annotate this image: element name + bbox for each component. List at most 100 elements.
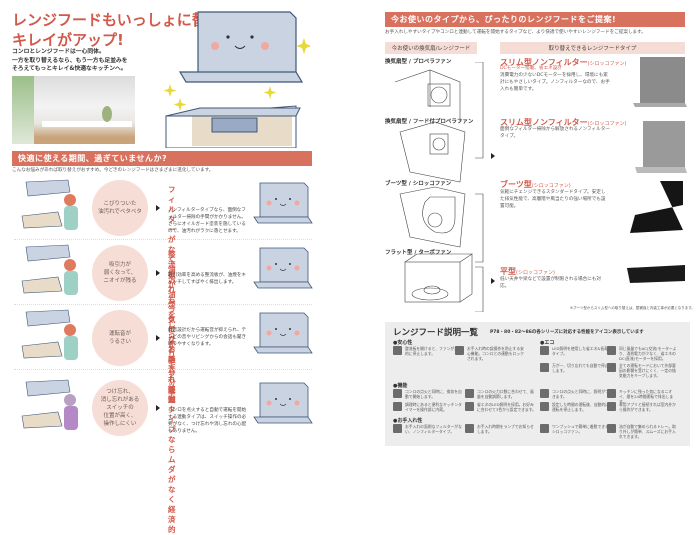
legend-item-text: お手入れ時の誤操作を防止する安心機能。コンロとの連動もロックされます。 [467,346,524,361]
feature-icon [607,346,616,355]
legend-category: ●機能 [393,383,408,389]
legend-item: 省エネのLED照明を採用。お好みに合わせて3色から設定できます。 [465,402,537,412]
person-illustration [21,179,78,230]
legend-item-text: 整流板を開けると、ファンが自動的に停止します。 [405,346,462,356]
feature-icon [465,389,474,398]
product-name: スリム型ノンフィルター [500,58,588,67]
problem-text: こびりついた 油汚れでベタベタ [98,201,142,215]
legend-item-text: 専用アプリと接続すれば室内外から操作ができます。 [619,402,676,412]
legend-item: 設定した時間の運転後、自動的に運転を停止します。 [540,402,612,412]
legend-item: 専用アプリと接続すれば室内外から操作ができます。 [607,402,679,412]
intro-line: 一方を取り替えるなら、もう一方も足並みを [12,57,128,64]
product-title: スリム型ノンフィルター(シロッコファン) [500,117,627,128]
feature-icon [607,363,616,372]
person-illustration [21,244,78,295]
product-title: スリム型ノンフィルター(シロッコファン) [500,57,627,68]
person-illustration [21,309,78,360]
current-type-label: フラット型 / ターボファン [385,250,452,256]
arrow-icon [156,270,160,276]
legend-item: 油が自動で集められるトレー。取り外しが簡単、スムーズにお手入れできます。 [607,424,679,439]
footnote: ※ブーツ型からスリム型への取り替えは、壁補強と内装工事が必要となります。 [570,306,695,310]
solution-desc: コンロを点火すると自動で運転を開始する連動タイプは、スイッチ操作の必要がなく、つ… [168,408,247,434]
product-photos [627,57,687,283]
legend-item-text: 全ての運転モードにおいて外部要因の影響を受けにくく、一定の換気能力をキープします… [619,363,676,378]
feature-icon [540,402,549,411]
legend-item: キッチンに残った気になるニオイ、煙を24時間運転で排出します。 [607,389,679,404]
hood-face-icon [253,312,313,354]
product-desc: 気軽にチェンジできるスタンダードタイプ。安定した排気性能で、高層階や風当たりの強… [500,190,606,209]
current-types-illustrations [394,62,484,312]
hood-face-icon [253,247,313,289]
legend-title: レンジフード説明一覧 [393,328,479,338]
section-caption: こんなお悩みがあれば取り替えがおすすめ。今どきのレンジフードはさまざまに進化して… [12,168,214,173]
solution-desc: 吸引効率を高める整流板が、油煙をキャッチしてすばやく排出します。 [168,273,247,285]
hood-and-stove-illustration [163,11,310,148]
product-name: ブーツ型 [500,180,532,189]
header-replace: 取り替えできるレンジフードタイプ [500,42,685,54]
legend-item-text: お手入れ時期をランプでお知らせします。 [477,424,534,434]
product-title: 平型(シロッコファン) [500,266,555,277]
legend-item: 整流板を開けると、ファンが自動的に停止します。 [393,346,465,356]
legend-item: コンロの点火と同時に、換気を自動で開始します。 [393,389,465,399]
feature-icon [607,424,616,433]
feature-icon [607,402,616,411]
legend-item-text: 調理時にあると便利なキッチンタイマーを操作部に内蔵。 [405,402,462,412]
legend-panel: レンジフード説明一覧 P78・80・82〜86の各シリーズに対応する性能をアイコ… [385,322,690,446]
feature-icon [393,424,402,433]
legend-item-text: 設定した時間の運転後、自動的に運転を停止します。 [552,402,609,412]
feature-icon [540,363,549,372]
feature-icon [540,424,549,433]
intro-text: コンロとレンジフードは一心同体。 一方を取り替えるなら、もう一方も足並みを そろ… [12,48,128,74]
title-line: キレイがアップ! [12,31,124,49]
title-line: レンジフードもいっしょに替えて、 [12,11,251,29]
legend-item: コンロの点火と同時に、照明がつきます。 [540,389,612,399]
legend-category: ●エコ [540,340,555,346]
current-type-label: 換気扇型 / プロペラファン [385,59,452,65]
header-current: 今お使いの換気扇/レンジフード [385,42,477,54]
page-title: レンジフードもいっしょに替えて、 キレイがアップ! [12,10,250,50]
problem-bubble: こびりついた 油汚れでベタベタ [92,180,148,236]
legend-item: 万が一、切り忘れても自動で停止します。 [540,363,612,373]
legend-item-text: ワンプッシュで簡単に着脱できるシロッコファン。 [552,424,609,434]
product-desc: 低い天井や梁などで設置が制限される場合にも対応。 [500,277,601,289]
intro-line: コンロとレンジフードは一心同体。 [12,49,105,55]
legend-item-text: 同じ風量でもAC(交流)モーターより、消費電力が少なく、省エネのDC(直流)モー… [619,346,677,361]
legend-item: 全ての運転モードにおいて外部要因の影響を受けにくく、一定の換気能力をキープします… [607,363,679,378]
legend-category: ●安心性 [393,340,413,346]
feature-icon [465,424,474,433]
legend-category: ●お手入れ性 [393,418,423,424]
legend-item: お手入れの面倒なフィルターがない、ノンフィルタータイプ。 [393,424,465,434]
hood-face-icon [253,182,313,224]
kitchen-photo [12,76,135,144]
legend-item-text: 省エネのLED照明を採用。お好みに合わせて3色から設定できます。 [477,402,536,412]
arrow-icon [491,278,495,284]
problem-text: 運転音が うるさい [108,331,131,345]
legend-item-text: LED照明を使用した省エネ&長寿命タイプ。 [552,346,612,356]
intro-line: そろえてもっとキレイ&快適なキッチンへ。 [12,66,127,72]
legend-item: お手入れ時期をランプでお知らせします。 [465,424,537,434]
product-desc: 面倒なフィルター掃除から解放されるノンフィルタータイプ。 [500,127,610,139]
feature-icon [393,389,402,398]
arrow-icon [156,405,160,411]
person-illustration [21,379,78,430]
right-section-title-bar: 今お使いのタイプから、ぴったりのレンジフードをご提案! [385,12,685,27]
problem-bubble: 運転音が うるさい [92,310,148,366]
legend-item-text: お手入れの面倒なフィルターがない、ノンフィルタータイプ。 [405,424,462,434]
product-fan: (シロッコファン) [587,61,627,67]
product-fan: (シロッコファン) [516,270,555,276]
legend-item: LED照明を使用した省エネ&長寿命タイプ。 [540,346,612,356]
hood-face-icon [253,382,313,424]
solution-desc: ノンフィルタータイプなら、面倒なフィルター掃除の手間がかかりません。さらにオイル… [168,208,246,234]
section-title-bar: 快適に使える期間、過ぎていませんか? [12,151,312,166]
arrow-icon [156,335,160,341]
problem-text: 吸引力が 弱くなって、 ニオイが残る [103,262,137,284]
legend-item-text: キッチンに残った気になるニオイ、煙を24時間運転で排出します。 [619,389,674,404]
legend-subtitle: P78・80・82〜86の各シリーズに対応する性能をアイコン表示しています [490,330,644,335]
feature-icon [465,402,474,411]
product-title: ブーツ型(シロッコファン) [500,179,571,190]
problem-bubble: つけ忘れ、 消し忘れがある スイッチの 位置が高く、 操作しにくい [92,380,148,436]
legend-item-text: コンロの点火と同時に、換気を自動で開始します。 [405,389,462,399]
legend-item: コンロの火力口数に合わせて、風量を自動調節します。 [465,389,537,399]
feature-icon [607,389,616,398]
feature-icon [455,346,464,355]
